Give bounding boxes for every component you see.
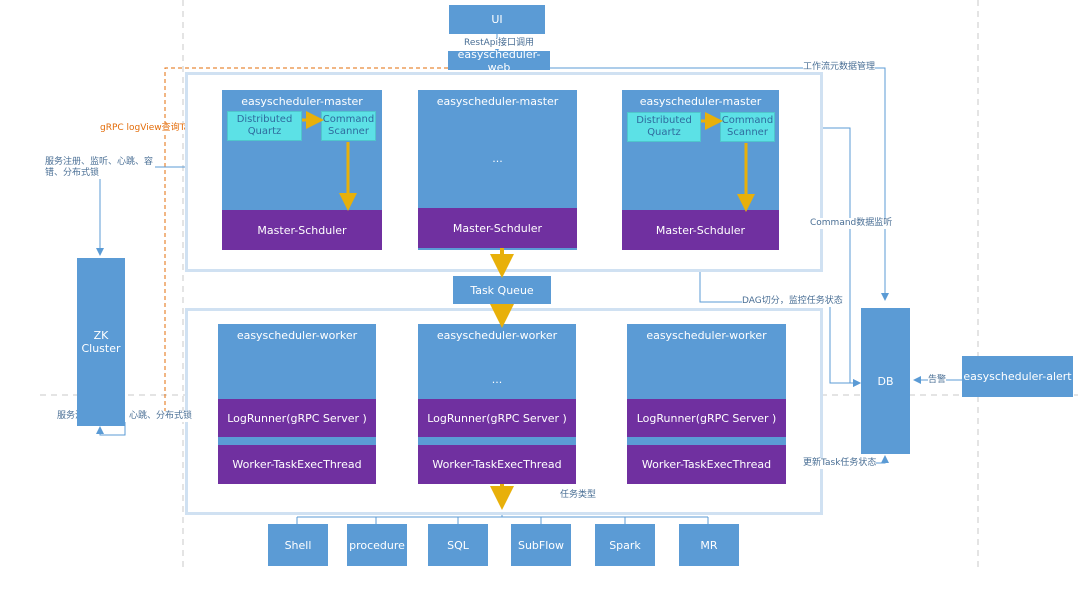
label-update-status: 更新Task任务状态	[803, 458, 877, 469]
worker-node-2-ellipsis: ...	[491, 373, 503, 386]
zk-cluster-node: ZK Cluster	[77, 258, 125, 426]
master-scheduler-3: Master-Schduler	[622, 210, 779, 250]
label-dag-split: DAG切分，监控任务状态	[742, 296, 843, 307]
task-type-mr: MR	[679, 524, 739, 566]
task-type-spark: Spark	[595, 524, 655, 566]
label-alarm: 告警	[928, 375, 947, 386]
log-runner-2: LogRunner(gRPC Server )	[418, 399, 576, 437]
label-restapi: RestApi接口调用	[464, 38, 534, 49]
web-node: easyscheduler-web	[448, 48, 550, 74]
worker-node-1-title: easyscheduler-worker	[236, 329, 358, 342]
worker-exec-3: Worker-TaskExecThread	[627, 445, 786, 484]
label-task-type: 任务类型	[560, 490, 597, 501]
master-node-3-title: easyscheduler-master	[639, 95, 762, 108]
worker-node-3-title: easyscheduler-worker	[646, 329, 767, 342]
master-node-2-ellipsis: ...	[492, 152, 503, 165]
command-scanner-3: Command Scanner	[720, 112, 775, 142]
worker-exec-2: Worker-TaskExecThread	[418, 445, 576, 484]
label-grpc-logview: gRPC logView查询Task日志信息	[100, 123, 236, 134]
master-scheduler-1: Master-Schduler	[222, 210, 382, 250]
master-node-2-title: easyscheduler-master	[436, 95, 559, 108]
master-to-zk-line	[96, 166, 185, 256]
task-type-sql: SQL	[428, 524, 488, 566]
alert-node: easyscheduler-alert	[962, 356, 1073, 397]
command-scanner-1: Command Scanner	[321, 111, 376, 141]
task-type-subflow: SubFlow	[511, 524, 571, 566]
distributed-quartz-3: Distributed Quartz	[627, 112, 701, 142]
distributed-quartz-1: Distributed Quartz	[227, 111, 302, 141]
master-scheduler-2: Master-Schduler	[418, 208, 577, 248]
label-master-zk: 服务注册、监听、心跳、容错、分布式锁	[45, 157, 155, 179]
worker-node-2-title: easyscheduler-worker	[436, 329, 558, 342]
db-node: DB	[861, 308, 910, 454]
task-type-procedure: procedure	[347, 524, 407, 566]
label-command-listen: Command数据监听	[810, 218, 893, 229]
master-node-1-title: easyscheduler-master	[241, 95, 363, 108]
log-runner-1: LogRunner(gRPC Server )	[218, 399, 376, 437]
label-workflow-meta: 工作流元数据管理	[803, 62, 876, 73]
task-queue-node: Task Queue	[453, 276, 551, 304]
worker-exec-1: Worker-TaskExecThread	[218, 445, 376, 484]
ui-node: UI	[449, 5, 545, 34]
task-type-shell: Shell	[268, 524, 328, 566]
log-runner-3: LogRunner(gRPC Server )	[627, 399, 786, 437]
